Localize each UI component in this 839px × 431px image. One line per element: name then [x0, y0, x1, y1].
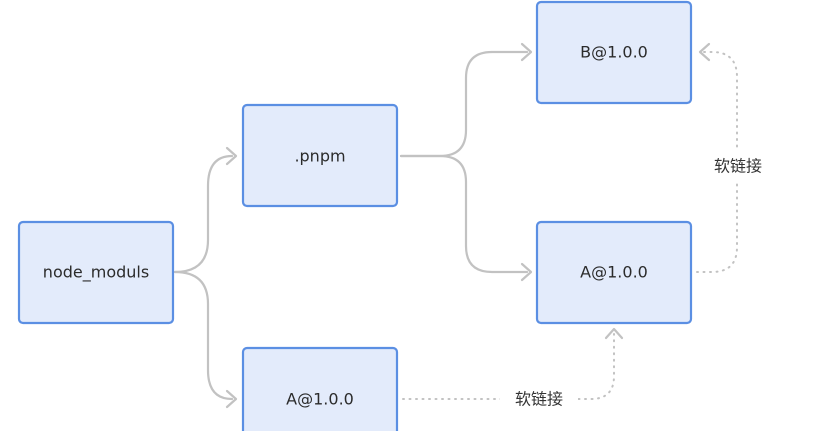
symlink-label-right: 软链接	[714, 157, 762, 176]
b-store-box: B@1.0.0	[535, 0, 693, 105]
node-modules-box: node_moduls	[17, 220, 175, 325]
arrowhead-symlink-to-b	[698, 42, 711, 62]
symlink-label-bottom: 软链接	[515, 390, 563, 409]
a-store-box: A@1.0.0	[535, 220, 693, 325]
symlink-a-store-to-b	[696, 51, 738, 273]
symlink-label-bg-bottom	[500, 384, 578, 414]
symlink-label-bg-right	[702, 150, 774, 182]
pnpm-label: .pnpm	[294, 147, 345, 166]
connector-node-modules-to-pnpm	[173, 154, 234, 274]
arrowhead-symlink-to-a-store	[604, 327, 624, 340]
arrowhead-to-a-store	[520, 262, 533, 282]
pnpm-box: .pnpm	[241, 103, 399, 208]
a-link-box: A@1.0.0	[241, 346, 399, 431]
a-link-label: A@1.0.0	[286, 390, 354, 409]
connector-pnpm-to-b	[399, 50, 529, 158]
connector-node-modules-to-a-link	[173, 270, 234, 401]
b-store-label: B@1.0.0	[580, 43, 648, 62]
arrowhead-to-a-link	[225, 389, 238, 409]
arrowhead-to-pnpm	[225, 146, 238, 166]
a-store-label: A@1.0.0	[580, 263, 648, 282]
connector-pnpm-to-a-store	[399, 154, 529, 274]
symlink-a-link-to-a-store	[402, 333, 615, 400]
arrowhead-to-b	[520, 42, 533, 62]
node-modules-label: node_moduls	[43, 263, 149, 283]
